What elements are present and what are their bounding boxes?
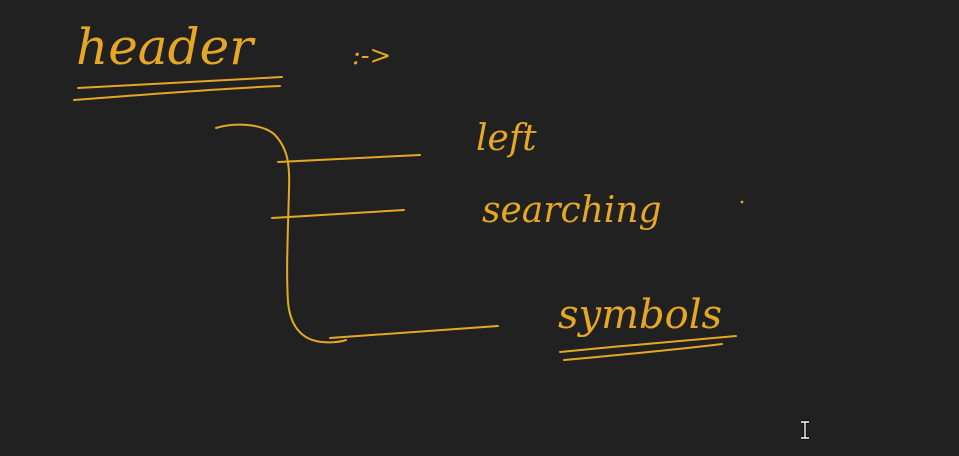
item-left-text: left — [476, 118, 537, 159]
heading-underline-2 — [73, 85, 281, 101]
symbols-underline-1 — [559, 335, 737, 353]
heading-text: header — [76, 18, 256, 76]
symbols-underline-2 — [563, 343, 723, 361]
item-searching-text: searching — [482, 190, 662, 231]
branch-line-searching — [271, 209, 405, 219]
tree-bracket — [215, 123, 347, 344]
text-cursor-icon — [801, 420, 809, 440]
ink-dot — [740, 200, 744, 204]
heading-arrow-text: :-> — [352, 41, 391, 71]
item-symbols-text: symbols — [558, 292, 722, 338]
branch-line-symbols — [329, 325, 499, 339]
branch-line-left — [277, 154, 421, 163]
heading-underline-1 — [77, 76, 283, 89]
